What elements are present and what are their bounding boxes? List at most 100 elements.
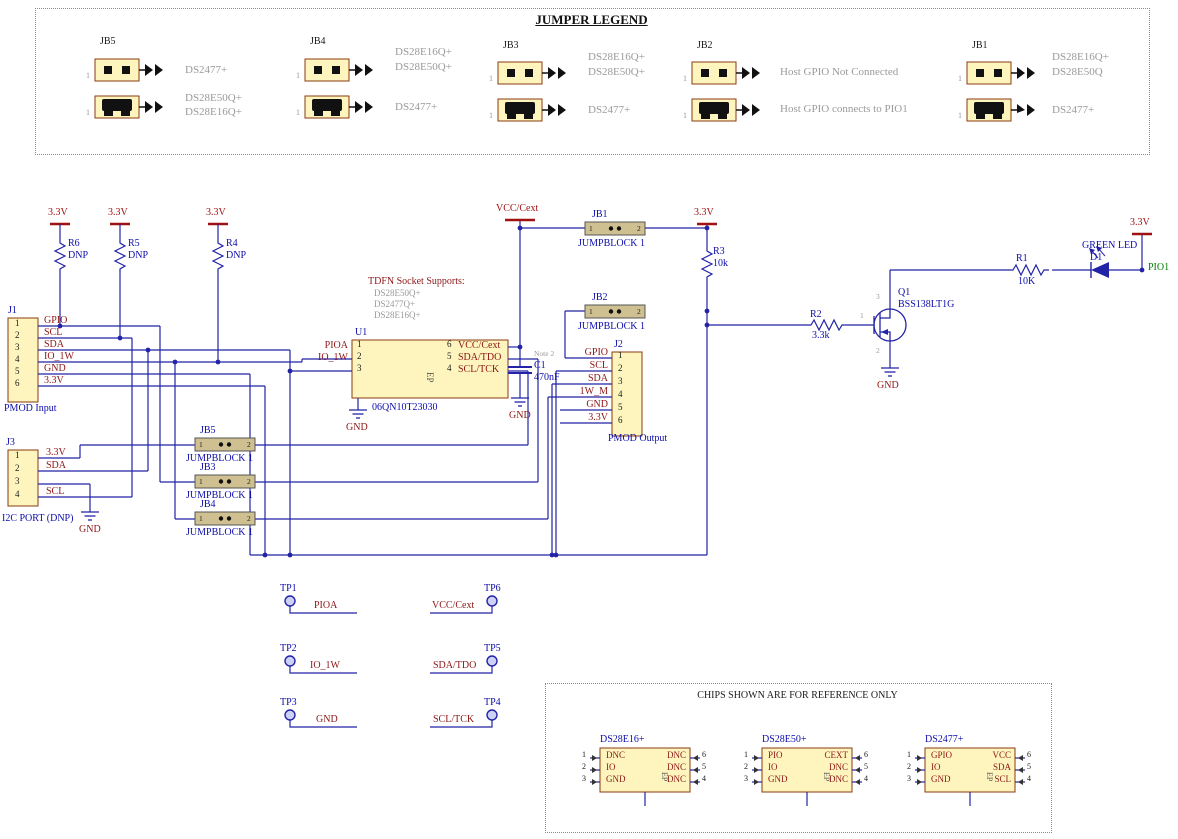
c1-value: 470nF xyxy=(534,372,560,383)
chip2-pin-number: 1 xyxy=(744,751,748,760)
chip2-ep-pad: EP xyxy=(821,772,830,781)
tp3-pad xyxy=(285,710,295,720)
legend-jb1-label: JB1 xyxy=(972,40,988,51)
testpoint-symbols xyxy=(285,596,497,720)
chip1-pin-name: GND xyxy=(606,775,626,785)
resistor-r1 xyxy=(1008,265,1049,275)
r3-value: 10k xyxy=(713,258,728,269)
resistor-r3 xyxy=(702,248,712,280)
j2-ref: J2 xyxy=(614,339,623,350)
resistors xyxy=(55,240,1049,330)
legend-closed-text: Host GPIO connects to PIO1 xyxy=(780,103,908,115)
gnd-symbol xyxy=(511,398,529,406)
jumpblock-jb5 xyxy=(195,438,255,451)
tdfn-note-item: DS28E50Q+ xyxy=(374,289,421,299)
chip2-pin-name: IO xyxy=(768,763,778,773)
net-label: GND xyxy=(44,363,66,374)
j1-pin-number: 5 xyxy=(15,367,20,377)
jumpblock-pin2: 2 xyxy=(247,515,251,523)
legend-open-text: DS28E50Q+ xyxy=(588,66,645,78)
r2-ref: R2 xyxy=(810,309,822,320)
net-label: SDA xyxy=(560,373,608,384)
resistor-r4 xyxy=(213,240,223,272)
j2-pin-number: 1 xyxy=(618,351,623,361)
u1-pin-number: 6 xyxy=(447,340,452,350)
jb1-type: JUMPBLOCK 1 xyxy=(578,238,645,249)
r1-value: 10K xyxy=(1018,276,1035,287)
j3-pin-number: 4 xyxy=(15,490,20,500)
j2-pin-number: 5 xyxy=(618,403,623,413)
tp3-net: GND xyxy=(316,714,338,725)
tp1-ref: TP1 xyxy=(280,583,297,594)
j1-pin-number: 3 xyxy=(15,343,20,353)
jumpblock-pin2: 2 xyxy=(247,441,251,449)
j3-pin-number: 2 xyxy=(15,464,20,474)
net-label: IO_1W xyxy=(44,351,74,362)
tp1-net: PIOA xyxy=(314,600,337,611)
q1-part: BSS138LT1G xyxy=(898,299,954,310)
tp4-pad xyxy=(487,710,497,720)
chip2-pin-number: 4 xyxy=(864,775,868,784)
legend-closed-text: DS2477+ xyxy=(1052,104,1094,116)
j3-ref: J3 xyxy=(6,437,15,448)
power-label-3v3: 3.3V xyxy=(694,207,714,218)
j1-pin-number: 1 xyxy=(15,319,20,329)
r5-ref: R5 xyxy=(128,238,140,249)
jb2-ref: JB2 xyxy=(592,292,608,303)
jumpblock-pin2: 2 xyxy=(637,308,641,316)
chip3-pin-name: GPIO xyxy=(931,751,952,761)
chip2-pin-number: 6 xyxy=(864,751,868,760)
q1-ref: Q1 xyxy=(898,287,910,298)
jb4-ref: JB4 xyxy=(200,499,216,510)
chip2-name: DS28E50+ xyxy=(762,734,807,745)
resistor-r6 xyxy=(55,240,65,272)
jumpblock-pin1: 1 xyxy=(589,225,593,233)
chip1-pin-number: 5 xyxy=(702,763,706,772)
legend-open-text: DS28E50Q+ xyxy=(395,61,452,73)
tdfn-note-title: TDFN Socket Supports: xyxy=(368,276,465,287)
legend-jb3-label: JB3 xyxy=(503,40,519,51)
legend-closed-text: DS2477+ xyxy=(395,101,437,113)
gnd-label: GND xyxy=(509,410,531,421)
legend-open-text: DS28E16Q+ xyxy=(588,51,645,63)
net-label: SCL xyxy=(46,486,64,497)
net-label: GPIO xyxy=(560,347,608,358)
u1-ep-pad: EP xyxy=(424,372,434,383)
net-label: SDA xyxy=(44,339,64,350)
c1-ref: C1 xyxy=(534,360,546,371)
j3-pin-number: 3 xyxy=(15,477,20,487)
tp6-pad xyxy=(487,596,497,606)
legend-pin-number: 1 xyxy=(296,109,300,118)
chip1-pin-name: DNC xyxy=(606,751,625,761)
chip2-pin-number: 5 xyxy=(864,763,868,772)
jb3-ref: JB3 xyxy=(200,462,216,473)
u1-pin-name: IO_1W xyxy=(306,352,348,363)
gnd-symbol xyxy=(81,512,99,520)
net-label: 1W_M xyxy=(560,386,608,397)
net-label: SDA xyxy=(46,460,66,471)
jumpblock-jb1 xyxy=(585,222,645,235)
jumpblock-jb2 xyxy=(585,305,645,318)
u1-pin-number: 3 xyxy=(357,364,362,374)
legend-jb5-label: JB5 xyxy=(100,36,116,47)
u1-part: 06QN10T23030 xyxy=(372,402,438,413)
tp5-net: SDA/TDO xyxy=(433,660,476,671)
chip3-pin-name: IO xyxy=(931,763,941,773)
j2-pin-number: 4 xyxy=(618,390,623,400)
legend-pin-number: 1 xyxy=(296,72,300,81)
chip1-ep-pad: EP xyxy=(659,772,668,781)
tp1-pad xyxy=(285,596,295,606)
tp4-ref: TP4 xyxy=(484,697,501,708)
chip1-pin-number: 3 xyxy=(582,775,586,784)
led-name: GREEN LED xyxy=(1082,240,1137,251)
jumper-legend-box xyxy=(35,8,1150,155)
jumper-legend-title: JUMPER LEGEND xyxy=(35,13,1148,27)
u1-pin-number: 5 xyxy=(447,352,452,362)
tp2-ref: TP2 xyxy=(280,643,297,654)
chip1-pin-number: 1 xyxy=(582,751,586,760)
chip1-pin-number: 2 xyxy=(582,763,586,772)
legend-pin-number: 1 xyxy=(683,75,687,84)
r4-ref: R4 xyxy=(226,238,238,249)
j2-connector-body xyxy=(612,352,642,436)
